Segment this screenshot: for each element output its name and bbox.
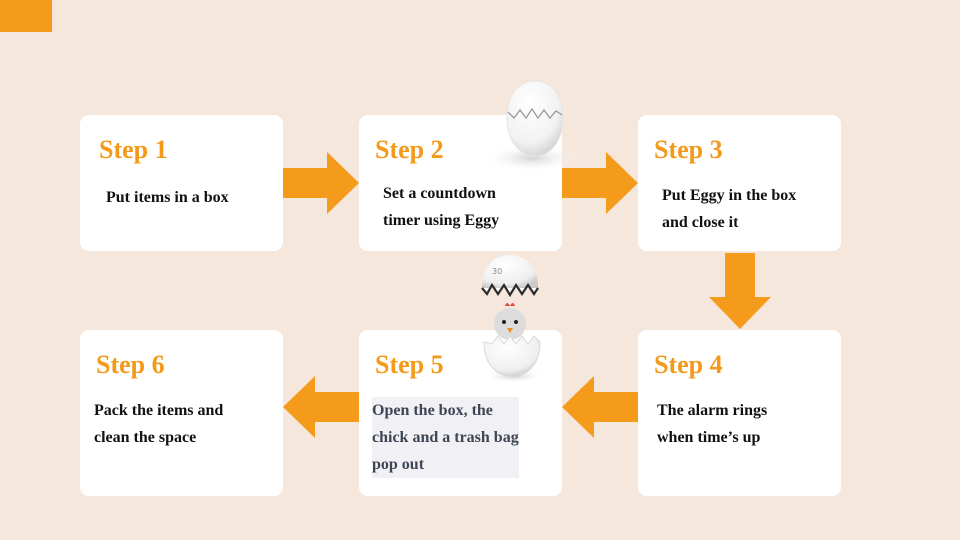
step-6-card: Step 6 Pack the items and clean the spac… — [80, 330, 283, 496]
step-4-card: Step 4 The alarm rings when time’s up — [638, 330, 841, 496]
arrow-down-icon — [709, 253, 771, 329]
step-5-title: Step 5 — [375, 350, 444, 379]
hatching-chick-egg-icon: 30 — [481, 255, 544, 383]
arrow-left-icon — [562, 376, 638, 438]
step-2-description: Set a countdown timer using Eggy — [383, 185, 500, 229]
egg-timer-display: 30 — [492, 267, 502, 276]
step-5-card: Step 5 Open the box, the chick and a tra… — [359, 330, 562, 496]
corner-accent — [0, 0, 52, 32]
arrow-right-icon — [562, 152, 638, 214]
step-4-description: The alarm rings when time’s up — [657, 402, 768, 446]
arrow-right-icon — [283, 152, 359, 214]
step-4-title: Step 4 — [654, 350, 723, 379]
step-6-title: Step 6 — [96, 350, 165, 379]
step-5-description: Open the box, the chick and a trash bag … — [372, 397, 519, 478]
step-2-title: Step 2 — [375, 135, 444, 164]
step-1-description: Put items in a box — [106, 189, 229, 206]
step-3-card: Step 3 Put Eggy in the box and close it — [638, 115, 841, 251]
cracked-egg-icon — [484, 80, 580, 172]
step-3-title: Step 3 — [654, 135, 723, 164]
step-1-title: Step 1 — [99, 135, 168, 164]
step-6-description: Pack the items and clean the space — [94, 402, 224, 446]
step-1-card: Step 1 Put items in a box — [80, 115, 283, 251]
arrow-left-icon — [283, 376, 359, 438]
step-3-description: Put Eggy in the box and close it — [662, 187, 797, 231]
